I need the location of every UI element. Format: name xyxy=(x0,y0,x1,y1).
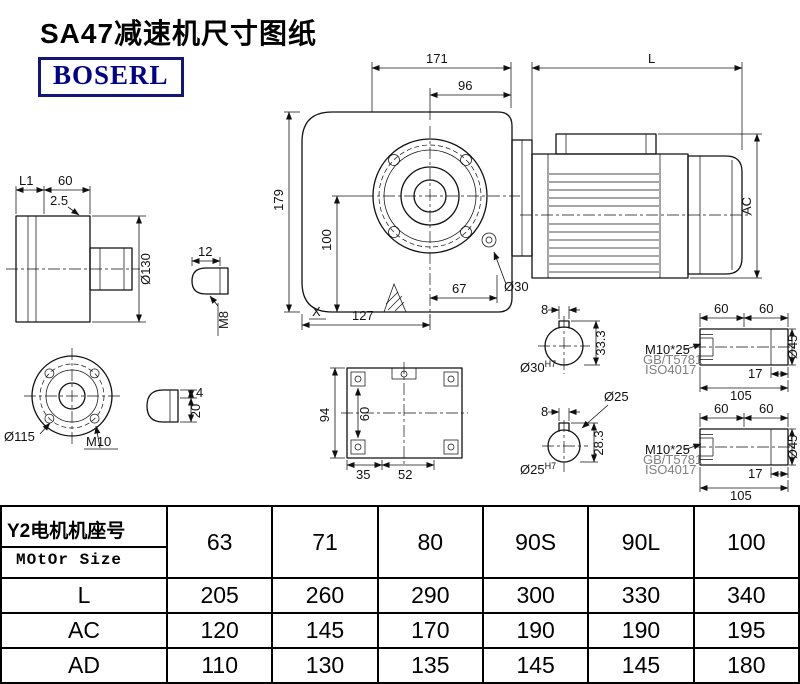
value-cell: 145 xyxy=(587,647,695,684)
dim-m8: M8 xyxy=(216,311,231,329)
dim-33-3: 33.3 xyxy=(593,330,608,355)
dim-2-5: 2.5 xyxy=(50,193,68,208)
dim-94: 94 xyxy=(317,408,332,422)
dim-127: 127 xyxy=(352,308,374,323)
gearbox-front-view: 171 96 179 100 67 127 X Ø30 xyxy=(271,51,529,330)
dim-35: 35 xyxy=(356,467,370,482)
dim-l: L xyxy=(648,51,655,66)
dim-60-foot: 60 xyxy=(357,407,372,421)
dim-60a-shaft30: 60 xyxy=(714,301,728,316)
flange-view: Ø115 M10 xyxy=(4,348,120,450)
dim-60b-shaft25: 60 xyxy=(759,401,773,416)
value-cell: 190 xyxy=(481,612,590,650)
dim-115: Ø115 xyxy=(4,429,35,444)
row-label-cell: AD xyxy=(0,647,168,684)
label-x: X xyxy=(312,304,321,319)
logo-box: BOSERL xyxy=(38,57,184,97)
value-cell: 300 xyxy=(481,577,590,615)
table-row: AD 110 130 135 145 145 180 xyxy=(0,647,800,684)
label-o25: Ø25 xyxy=(604,389,629,404)
dim-60-side: 60 xyxy=(58,173,72,188)
value-cell: 120 xyxy=(165,612,274,650)
shaft-detail-30: 8 33.3 Ø30H7 60 60 M10*25 GB/T5781 ISO40… xyxy=(520,301,800,403)
motor-size-cell: 100 xyxy=(692,504,800,580)
table-header-en: MOtOr Size xyxy=(16,551,123,570)
motor-size-cell: 90L xyxy=(587,504,695,580)
motor-size-cell: 80 xyxy=(376,504,484,580)
dim-105-shaft30: 105 xyxy=(730,388,752,403)
dim-105-shaft25: 105 xyxy=(730,488,752,503)
row-label-cell: L xyxy=(0,577,168,615)
table-header-cell: Y2电机机座号 MOtOr Size xyxy=(0,504,168,580)
value-cell: 190 xyxy=(587,612,695,650)
table-header-cn: Y2电机机座号 xyxy=(2,513,166,549)
label-o25h7: Ø25H7 xyxy=(520,461,556,477)
value-cell: 260 xyxy=(271,577,379,615)
table-row: Y2电机机座号 MOtOr Size 63 71 80 90S 90L 100 xyxy=(0,504,800,580)
dim-28-3: 28.3 xyxy=(591,430,606,455)
dim-17-shaft25: 17 xyxy=(748,466,762,481)
value-cell: 205 xyxy=(165,577,274,615)
value-cell: 330 xyxy=(587,577,695,615)
value-cell: 340 xyxy=(692,577,800,615)
foot-view: 94 60 35 52 xyxy=(317,362,468,482)
dim-4: 4 xyxy=(196,385,203,400)
logo-text: BOSERL xyxy=(53,60,169,90)
dim-96: 96 xyxy=(458,78,472,93)
dim-60a-shaft25: 60 xyxy=(714,401,728,416)
value-cell: 145 xyxy=(271,612,379,650)
dim-67: 67 xyxy=(452,281,466,296)
motor-size-cell: 63 xyxy=(165,504,274,580)
label-std1-30: GB/T5781 xyxy=(643,352,702,367)
dim-171: 171 xyxy=(426,51,448,66)
label-std2-25: ISO4017 xyxy=(645,462,696,477)
dim-45-shaft30: Ø45 xyxy=(785,335,800,360)
dim-30-bore: Ø30 xyxy=(504,279,529,294)
gearbox-side-view: L1 60 2.5 Ø130 xyxy=(6,173,153,323)
value-cell: 195 xyxy=(692,612,800,650)
dim-100: 100 xyxy=(319,229,334,251)
value-cell: 170 xyxy=(376,612,484,650)
dim-17-shaft30: 17 xyxy=(748,366,762,381)
page-title: SA47减速机尺寸图纸 xyxy=(40,18,318,49)
dim-60b-shaft30: 60 xyxy=(759,301,773,316)
row-label-cell: AC xyxy=(0,612,168,650)
dim-130: Ø130 xyxy=(138,253,153,285)
motor-size-cell: 90S xyxy=(481,504,590,580)
dim-12: 12 xyxy=(198,244,212,259)
value-cell: 290 xyxy=(376,577,484,615)
shaft-detail-25: Ø25 8 28.3 Ø25H7 60 60 M10*25 GB/T5781 xyxy=(520,389,800,503)
value-cell: 110 xyxy=(165,647,274,684)
dim-45-shaft25: Ø45 xyxy=(785,435,800,460)
label-std2-30: ISO4017 xyxy=(645,362,696,377)
adapter-flange xyxy=(511,139,533,257)
motor-size-cell: 71 xyxy=(271,504,379,580)
table-row: L 205 260 290 300 330 340 xyxy=(0,577,800,615)
dim-l1: L1 xyxy=(19,173,33,188)
dim-8-key30: 8 xyxy=(541,302,548,317)
dim-8-key25: 8 xyxy=(541,404,548,419)
table-row: AC 120 145 170 190 190 195 xyxy=(0,612,800,650)
dim-ac: AC xyxy=(739,197,754,215)
label-screw30: M10*25 xyxy=(645,342,690,357)
label-o30h7: Ø30H7 xyxy=(520,359,556,375)
plug-m10-detail: 4 20 xyxy=(146,385,203,423)
motor-fins xyxy=(549,173,659,273)
motor-view: L AC xyxy=(520,51,762,279)
value-cell: 135 xyxy=(376,647,484,684)
label-screw25: M10*25 xyxy=(645,442,690,457)
value-cell: 130 xyxy=(271,647,379,684)
dimension-drawing: L1 60 2.5 Ø130 Ø115 M10 12 M8 xyxy=(4,51,800,503)
dim-179: 179 xyxy=(271,189,286,211)
label-std1-25: GB/T5781 xyxy=(643,452,702,467)
dim-52: 52 xyxy=(398,467,412,482)
motor-size-table: Y2电机机座号 MOtOr Size 63 71 80 90S 90L 100 … xyxy=(0,504,800,684)
dim-20: 20 xyxy=(188,404,203,418)
value-cell: 145 xyxy=(481,647,590,684)
plug-m8-detail: 12 M8 xyxy=(191,244,231,336)
value-cell: 180 xyxy=(692,647,800,684)
